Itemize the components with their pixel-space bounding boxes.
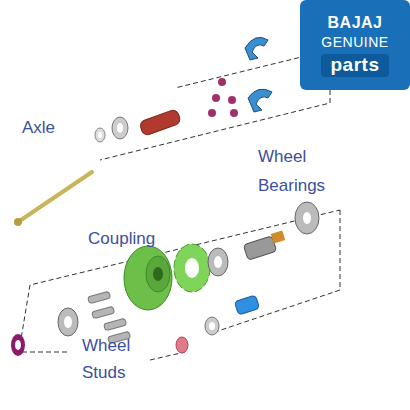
bearing xyxy=(295,202,319,234)
coupling-flange xyxy=(124,246,172,310)
stud xyxy=(92,306,115,318)
bearing xyxy=(208,248,228,276)
part-label: Axle xyxy=(22,117,102,139)
rubber-damper xyxy=(174,244,210,292)
nut xyxy=(230,109,238,117)
coupling-bore xyxy=(153,267,163,281)
dashed-guides xyxy=(20,50,340,360)
seal-hole xyxy=(15,340,21,350)
coupling-hub xyxy=(146,256,170,292)
washer xyxy=(112,117,128,139)
axle-head xyxy=(14,218,22,226)
bearing xyxy=(58,308,78,336)
washer xyxy=(95,128,105,142)
guide-line xyxy=(150,352,185,360)
bearing-hole xyxy=(303,212,311,224)
nut xyxy=(212,94,220,102)
stud xyxy=(88,291,111,303)
small-seal xyxy=(176,337,188,353)
nut xyxy=(218,78,226,86)
damper-hole xyxy=(185,258,199,278)
guide-line xyxy=(215,210,340,332)
axle-rod xyxy=(18,172,92,222)
guide-line xyxy=(22,352,70,353)
spacer-tube xyxy=(139,109,182,137)
seal-ring xyxy=(11,334,25,356)
part-label: Wheel Bearings xyxy=(258,142,338,200)
logo-text: BAJAJ xyxy=(300,14,410,32)
nut xyxy=(208,109,216,117)
logo-text: parts xyxy=(300,54,410,76)
guide-line xyxy=(20,210,340,345)
stud xyxy=(104,318,127,330)
studs xyxy=(88,291,131,343)
logo-text-backing: parts xyxy=(321,54,390,77)
lock-clip xyxy=(248,89,272,112)
washer-hole xyxy=(209,322,215,330)
washer-hole xyxy=(117,123,123,133)
logo-badge: BAJAJ GENUINE parts xyxy=(300,0,410,90)
bearing-hole xyxy=(214,256,222,268)
collar xyxy=(234,295,259,315)
lock-clip xyxy=(245,37,268,60)
part-label: Wheel Studs xyxy=(82,332,152,386)
bearing-hole xyxy=(64,316,72,328)
spacer-tip xyxy=(271,230,286,243)
guide-line xyxy=(100,50,330,160)
logo-text: GENUINE xyxy=(300,34,410,50)
washer-hole xyxy=(98,132,102,138)
part-label: Coupling xyxy=(88,228,188,250)
nuts xyxy=(208,78,238,117)
bearing-spacer xyxy=(243,236,276,260)
washer xyxy=(205,317,219,335)
nut xyxy=(228,96,236,104)
